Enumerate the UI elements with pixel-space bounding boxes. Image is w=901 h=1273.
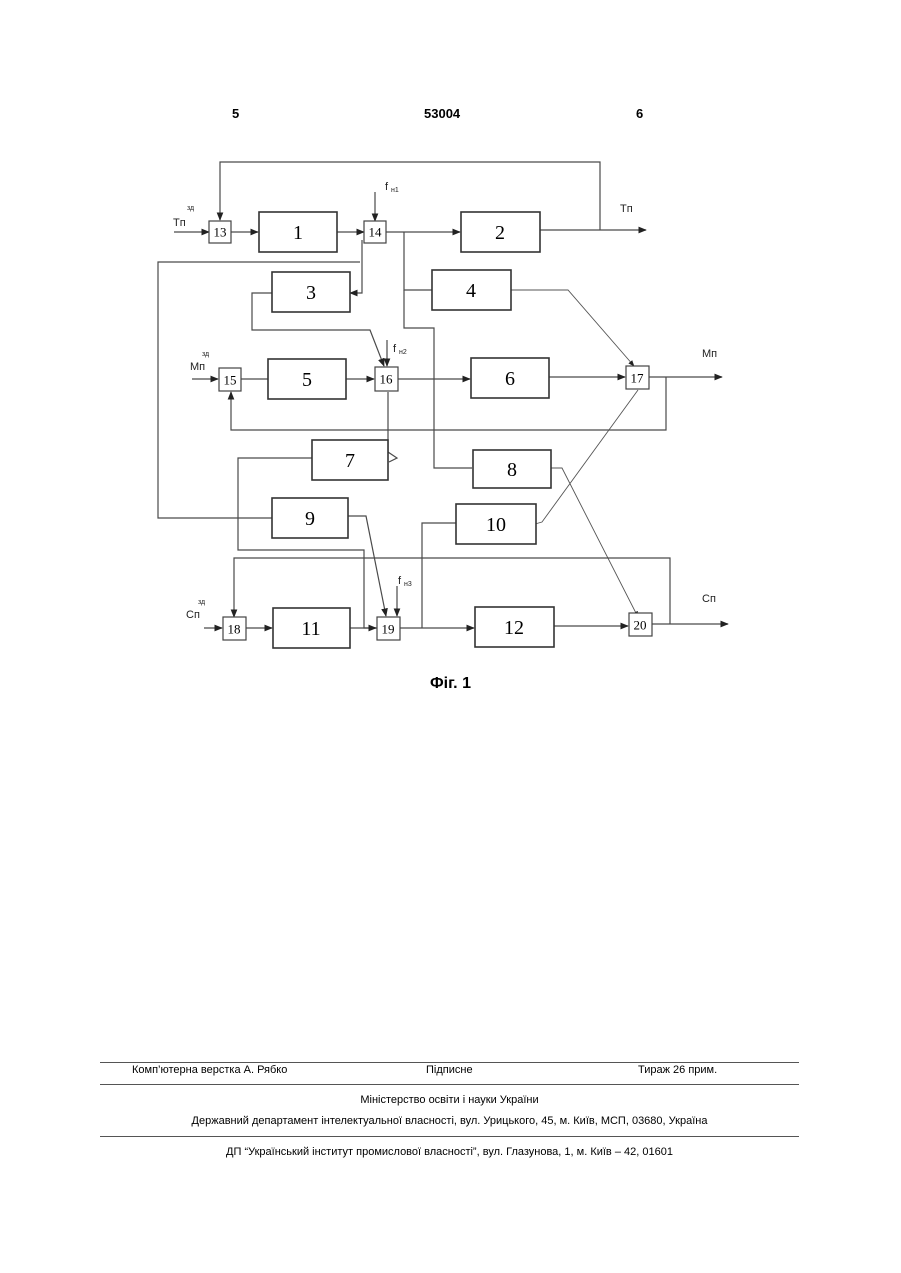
signal-out-mn: Mп xyxy=(702,348,717,360)
node-17-label: 17 xyxy=(631,371,645,386)
footer-ministry: Міністерство освіти і науки України xyxy=(100,1094,799,1106)
node-13: 13 xyxy=(209,221,231,243)
node-17: 17 xyxy=(626,366,649,389)
node-16: 16 xyxy=(375,367,398,391)
block-11: 11 xyxy=(273,608,350,648)
block-11-label: 11 xyxy=(301,618,320,640)
footer-circulation: Тираж 26 прим. xyxy=(638,1064,717,1076)
signal-cn-setpoint: Cп xyxy=(186,609,200,621)
footer-signed: Підписне xyxy=(426,1064,473,1076)
signal-out-tn: Tп xyxy=(620,203,633,215)
block-8-label: 8 xyxy=(507,459,517,481)
block-8: 8 xyxy=(473,450,551,488)
node-19-label: 19 xyxy=(382,622,395,637)
footer-institute: ДП “Український інститут промислової вла… xyxy=(100,1146,799,1158)
signal-out-cn: Cп xyxy=(702,593,716,605)
signal-f3: f xyxy=(398,575,402,587)
block-3: 3 xyxy=(272,272,350,312)
signal-f2: f xyxy=(393,343,397,355)
footer-rule-middle xyxy=(100,1084,799,1085)
node-15: 15 xyxy=(219,368,241,391)
block-4-label: 4 xyxy=(466,280,476,302)
node-20-label: 20 xyxy=(634,618,647,633)
block-6-label: 6 xyxy=(505,368,515,390)
block-6: 6 xyxy=(471,358,549,398)
block-3-label: 3 xyxy=(306,282,316,304)
node-13-label: 13 xyxy=(214,225,227,240)
block-7-label: 7 xyxy=(345,450,355,472)
signal-mn-setpoint-sup: зд xyxy=(202,351,209,358)
block-2: 2 xyxy=(461,212,540,252)
footer-rule-top xyxy=(100,1062,799,1063)
node-16-label: 16 xyxy=(380,372,394,387)
signal-mn-setpoint: Mп xyxy=(190,361,205,373)
connection-lines xyxy=(158,162,728,628)
node-19: 19 xyxy=(377,617,400,640)
figure-caption: Фіг. 1 xyxy=(0,675,901,693)
node-15-label: 15 xyxy=(224,373,237,388)
block-10-label: 10 xyxy=(486,514,506,536)
block-9-label: 9 xyxy=(305,508,315,530)
footer-rule-bottom xyxy=(100,1136,799,1137)
block-4: 4 xyxy=(432,270,511,310)
signal-tn-setpoint: Tп xyxy=(173,217,186,229)
node-14: 14 xyxy=(364,221,386,243)
block-7: 7 xyxy=(312,440,388,480)
footer-department: Державний департамент інтелектуальної вл… xyxy=(100,1115,799,1127)
node-14-label: 14 xyxy=(369,225,383,240)
block-12: 12 xyxy=(475,607,554,647)
signal-cn-setpoint-sup: зд xyxy=(198,599,205,606)
block-10: 10 xyxy=(456,504,536,544)
block-diagram: 1 2 3 4 5 6 7 8 9 10 11 12 13 14 15 16 1… xyxy=(0,0,901,720)
block-5: 5 xyxy=(268,359,346,399)
block-1: 1 xyxy=(259,212,337,252)
block-2-label: 2 xyxy=(495,222,505,244)
block-9: 9 xyxy=(272,498,348,538)
signal-tn-setpoint-sup: зд xyxy=(187,205,194,212)
signal-f1: f xyxy=(385,181,389,193)
footer-layout-credit: Комп’ютерна верстка А. Рябко xyxy=(132,1064,287,1076)
block-5-label: 5 xyxy=(302,369,312,391)
node-20: 20 xyxy=(629,613,652,636)
block-12-label: 12 xyxy=(504,617,524,639)
node-18-label: 18 xyxy=(228,622,241,637)
block-1-label: 1 xyxy=(293,222,303,244)
signal-f1-sub: н1 xyxy=(391,187,399,194)
signal-f3-sub: н3 xyxy=(404,581,412,588)
signal-f2-sub: н2 xyxy=(399,349,407,356)
node-18: 18 xyxy=(223,617,246,640)
